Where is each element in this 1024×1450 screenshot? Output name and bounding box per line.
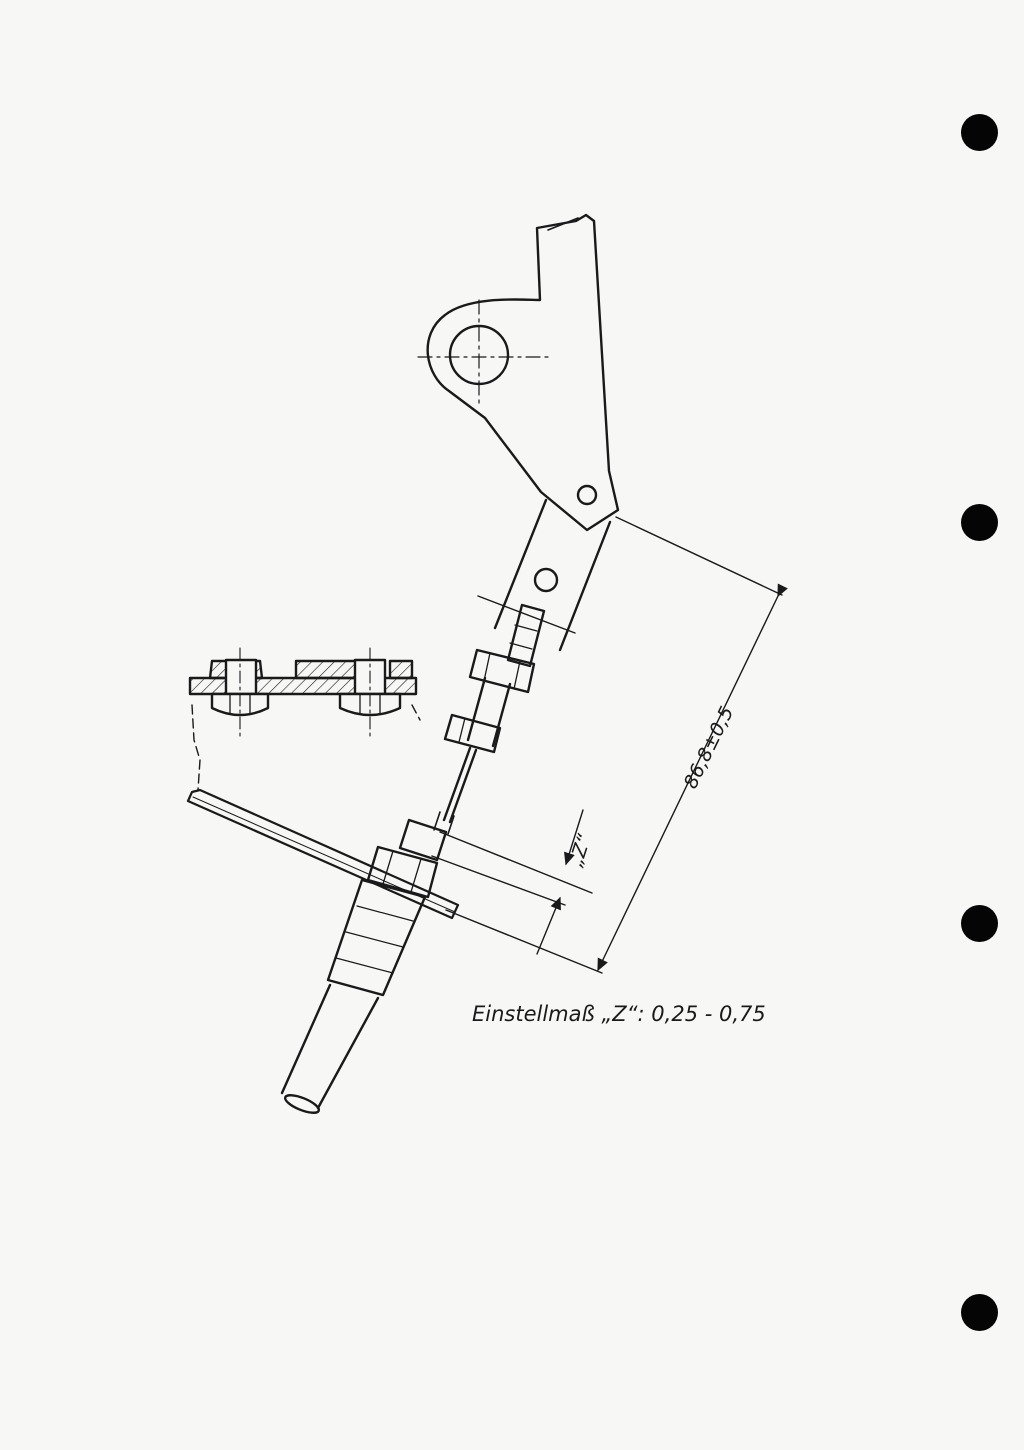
dimension-lines: [431, 516, 788, 974]
punch-hole: [961, 504, 998, 541]
length-dimension-label: 86,8±0,5: [680, 703, 739, 792]
setting-dimension-caption: Einstellmaß „Z“: 0,25 - 0,75: [472, 1002, 766, 1026]
section-detail: [188, 647, 421, 791]
gap-dimension-label: „Z“: [565, 831, 596, 869]
cable-housing: [280, 818, 448, 1114]
punch-hole: [961, 905, 998, 942]
lever-arm: [417, 213, 620, 532]
fork-hole: [533, 567, 559, 593]
inner-cable: [433, 746, 478, 835]
fork-link: [443, 498, 612, 754]
lever-pin-hole: [576, 484, 598, 506]
mounting-plate: [186, 788, 460, 920]
punch-hole: [961, 114, 998, 151]
punch-hole: [961, 1294, 998, 1331]
